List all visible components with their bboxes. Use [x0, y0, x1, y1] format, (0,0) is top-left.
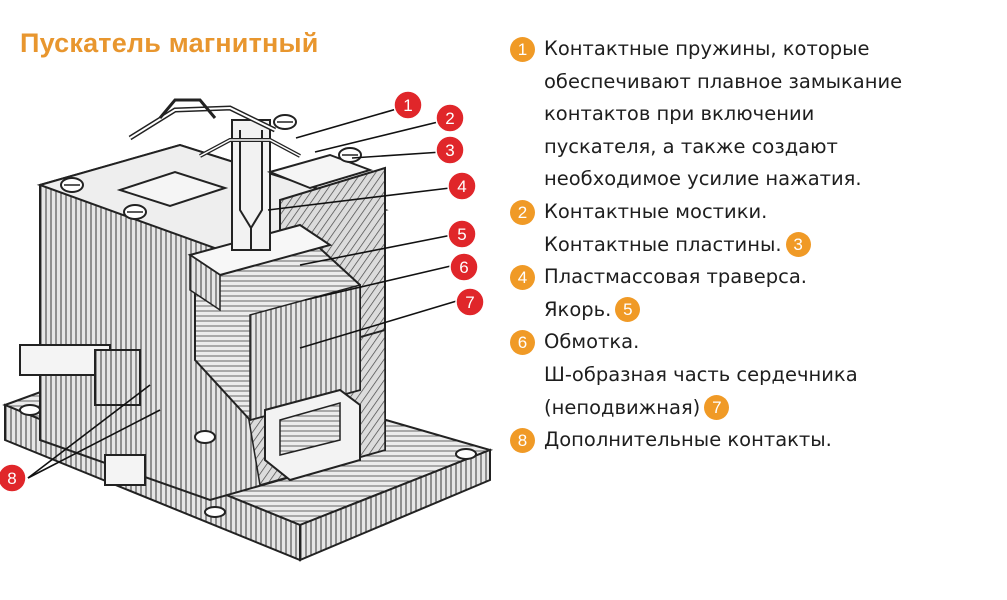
legend-line: Ш-образная часть сердечника: [544, 362, 858, 388]
legend-text: Дополнительные контакты.: [544, 428, 832, 452]
legend-text: Якорь.: [544, 297, 612, 321]
marker-circle: [449, 252, 479, 282]
marker-circle: [435, 103, 465, 133]
legend-line: пускателя, а также создают: [544, 134, 838, 160]
legend-line: необходимое усилие нажатия.: [544, 166, 862, 192]
legend-text: Контактные пластины.: [544, 232, 782, 256]
marker-3: 3: [435, 135, 465, 165]
legend-badge-5: 5: [615, 296, 641, 322]
marker-6: 6: [449, 252, 479, 282]
legend-badge-6: 6: [510, 330, 535, 356]
marker-8: 8: [0, 463, 27, 493]
auxiliary-contacts: [19, 344, 146, 486]
legend-text: Ш-образная часть сердечника: [544, 363, 858, 386]
legend-badge-3: 3: [785, 231, 811, 257]
marker-label: 8: [7, 469, 16, 488]
contact-bridges: [116, 153, 374, 208]
legend-text: Обмотка.: [544, 330, 640, 354]
marker-1: 1: [393, 90, 423, 120]
legend-text: (неподвижная): [544, 395, 701, 419]
marker-circle: [435, 135, 465, 165]
core: [264, 388, 361, 482]
legend-text: Пластмассовая траверса.: [544, 265, 807, 289]
leader-lines: [27, 107, 461, 479]
marker-label: 5: [457, 225, 466, 244]
marker-7: 7: [455, 287, 485, 317]
legend-text: пускателя, а также создают: [544, 134, 838, 158]
legend-line: (неподвижная)7: [544, 394, 730, 421]
marker-circle: [447, 219, 477, 249]
marker-label: 2: [445, 109, 454, 128]
marker-circle: [447, 171, 477, 201]
legend-text: контактов при включении: [544, 102, 815, 126]
marker-5: 5: [447, 219, 477, 249]
marker-label: 7: [465, 293, 474, 312]
legend-line: 2 Контактные мостики.: [510, 199, 768, 225]
marker-group: 1 2 34 5 6 7 8: [0, 90, 485, 493]
marker-label: 1: [403, 96, 412, 115]
marker-circle: [455, 287, 485, 317]
legend-line: обеспечивают плавное замыкание: [544, 69, 902, 95]
marker-label: 6: [459, 258, 468, 277]
legend-badge-8: 8: [510, 428, 535, 454]
legend-line: 6 Обмотка.: [510, 329, 640, 356]
legend-badge-4: 4: [510, 265, 535, 291]
legend-line: Контактные пластины.3: [544, 231, 811, 258]
legend-badge-1: 1: [510, 37, 535, 62]
marker-circle: [393, 90, 423, 120]
legend-line: 1 Контактные пружины, которые: [510, 36, 870, 62]
legend-badge-7: 7: [704, 394, 730, 420]
legend-line: 8 Дополнительные контакты.: [510, 427, 832, 454]
legend-text: обеспечивают плавное замыкание: [544, 69, 903, 93]
legend-text: Контактные пружины, которые: [544, 37, 870, 60]
marker-label: 4: [457, 177, 466, 196]
legend-line: Якорь.5: [544, 296, 641, 323]
contact-springs: [128, 98, 301, 158]
starter-illustration: 1 2 34 5 6 7 8: [0, 90, 494, 562]
marker-2: 2: [435, 103, 465, 133]
legend-text: Контактные мостики.: [544, 200, 768, 223]
page-title: Пускатель магнитный: [20, 28, 319, 58]
legend-badge-2: 2: [510, 200, 535, 225]
marker-circle: [0, 463, 27, 493]
marker-4: 4: [447, 171, 477, 201]
legend-line: контактов при включении: [544, 101, 814, 127]
legend-text: необходимое усилие нажатия.: [544, 167, 862, 191]
legend-line: 4 Пластмассовая траверса.: [510, 264, 807, 291]
coil: [194, 228, 361, 422]
marker-label: 3: [445, 141, 454, 160]
